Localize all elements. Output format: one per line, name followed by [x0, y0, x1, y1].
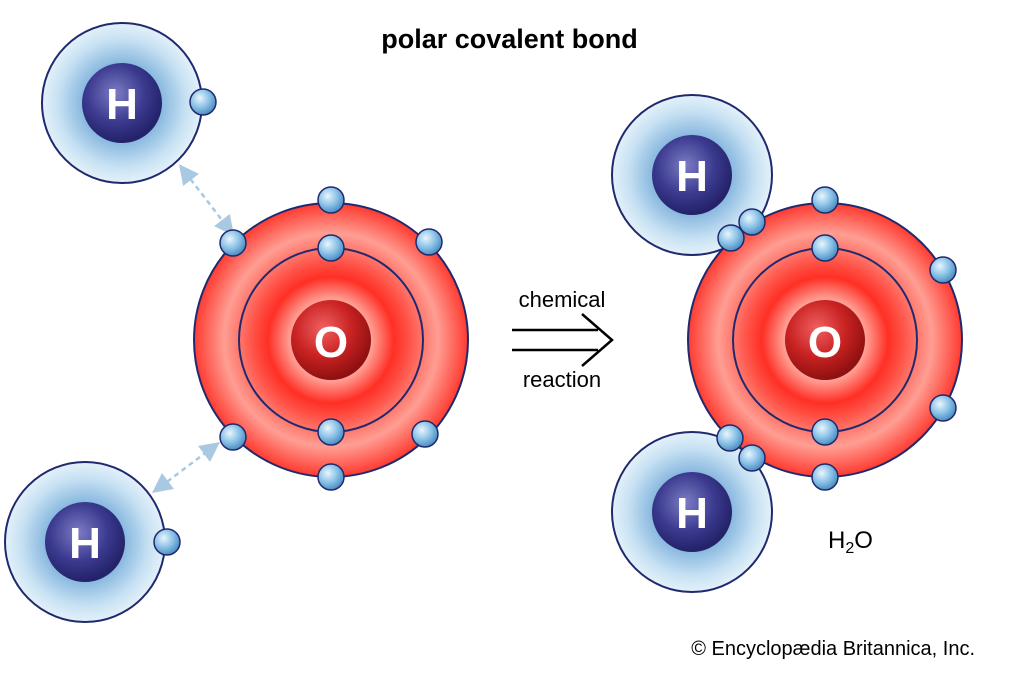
formula-subscript: 2	[845, 540, 855, 557]
electron	[811, 186, 839, 214]
hydrogen-symbol-bottom-right: H	[676, 489, 708, 538]
oxygen-nucleus-right	[785, 300, 865, 380]
electrons-left	[153, 88, 443, 556]
electron	[189, 88, 217, 116]
electron	[411, 420, 439, 448]
oxygen-symbol-left: O	[314, 318, 348, 367]
electron	[317, 186, 345, 214]
electron	[811, 234, 839, 262]
reaction-label-top: chemical	[518, 287, 606, 312]
electron	[811, 418, 839, 446]
attraction-arrow-bottom	[152, 442, 220, 493]
product-formula: H2O	[828, 527, 873, 558]
electron	[929, 256, 957, 284]
electron	[929, 394, 957, 422]
shared-electron	[738, 444, 766, 472]
attraction-arrow-top	[178, 164, 235, 236]
hydrogen-nucleus-bottom-left	[45, 502, 125, 582]
hydrogen-symbol-top-right: H	[676, 152, 708, 201]
electron	[219, 229, 247, 257]
hydrogen-symbol-bottom-left: H	[69, 519, 101, 568]
electron	[811, 463, 839, 491]
diagram-title: polar covalent bond	[381, 24, 638, 54]
formula-tail: O	[854, 527, 873, 554]
electron	[219, 423, 247, 451]
copyright-credit: © Encyclopædia Britannica, Inc.	[691, 638, 975, 660]
electron	[317, 463, 345, 491]
shared-electron	[738, 208, 766, 236]
oxygen-nucleus-left	[291, 300, 371, 380]
electron	[317, 418, 345, 446]
formula-main: H	[828, 527, 846, 554]
hydrogen-symbol-top-left: H	[106, 80, 138, 129]
oxygen-atom-right: O	[687, 202, 963, 478]
electron	[317, 234, 345, 262]
oxygen-symbol-right: O	[808, 318, 842, 367]
electron	[415, 228, 443, 256]
hydrogen-nuclei-right: H H	[652, 135, 732, 552]
reaction-arrow	[512, 313, 614, 367]
hydrogen-nucleus-top-left	[82, 63, 162, 143]
hydrogen-nucleus-top-right	[652, 135, 732, 215]
hydrogen-atom-bottom-left: H	[4, 461, 166, 623]
shared-electron	[716, 424, 744, 452]
oxygen-atom-left: O	[193, 202, 469, 478]
electron	[153, 528, 181, 556]
hydrogen-nucleus-bottom-right	[652, 472, 732, 552]
reaction-label-bottom: reaction	[522, 367, 602, 392]
shared-electron	[717, 224, 745, 252]
electrons-right	[716, 186, 957, 491]
